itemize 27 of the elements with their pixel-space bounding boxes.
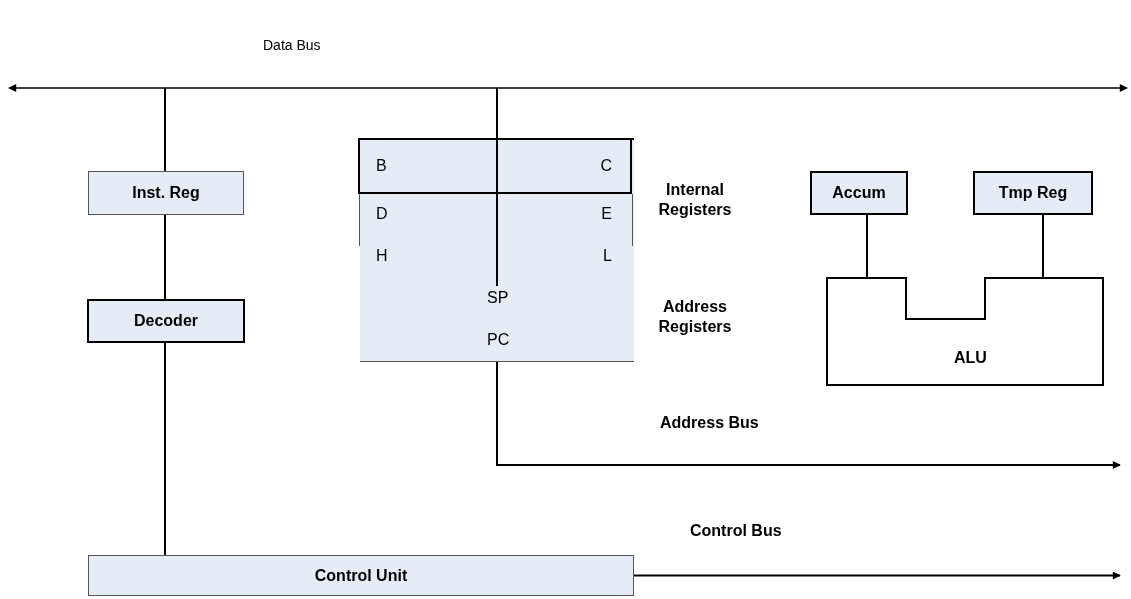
connector-line xyxy=(1042,214,1044,278)
process-box: Decoder xyxy=(87,299,245,343)
connector-line xyxy=(164,214,166,300)
register-label: E xyxy=(601,205,612,223)
connector-line xyxy=(496,361,1121,469)
note-text: Address Registers xyxy=(657,297,733,337)
connector-line xyxy=(496,87,498,139)
bus-label: Data Bus xyxy=(263,37,321,53)
connector-line xyxy=(633,571,1121,580)
register-label: D xyxy=(376,205,388,223)
connector-line xyxy=(164,87,166,172)
alu-label: ALU xyxy=(954,349,987,367)
process-box: Control Unit xyxy=(88,555,634,596)
register-label: SP xyxy=(487,289,509,307)
register-label: L xyxy=(603,247,612,265)
register-box: Accum xyxy=(810,171,908,215)
register-box: Tmp Reg xyxy=(973,171,1093,215)
register-box: Inst. Reg xyxy=(88,171,244,215)
connector-line xyxy=(164,342,166,556)
note-text: Internal Registers xyxy=(657,180,733,220)
register-label: PC xyxy=(487,331,510,349)
register-label: B xyxy=(376,157,387,175)
alu-shape xyxy=(826,277,1104,386)
register-label: H xyxy=(376,247,388,265)
register-label: C xyxy=(600,157,612,175)
register-file-block xyxy=(360,138,634,362)
connector-line xyxy=(866,214,868,278)
